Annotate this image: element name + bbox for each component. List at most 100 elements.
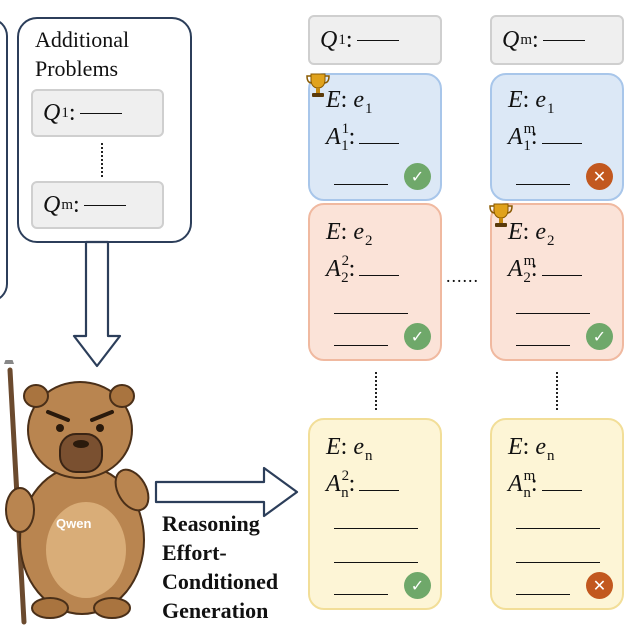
effort-value: e: [353, 219, 364, 245]
card-colm-effort2: E: e2 Am2: ✓: [490, 203, 624, 361]
answer-colon: :: [530, 124, 538, 150]
trophy-icon: [489, 203, 513, 227]
card-colm-effort1: E: e1 Am1: ✕: [490, 73, 624, 201]
title-line-2: Problems: [35, 56, 119, 81]
effort-line: E: e1: [326, 87, 373, 118]
effort-symbol: E: [508, 434, 523, 460]
question-m-blank: [83, 204, 126, 206]
label-line-2: Effort-: [162, 540, 227, 565]
effort-sub: 2: [365, 233, 373, 249]
answer-colon: :: [530, 471, 538, 497]
answer-blank-line: [334, 562, 418, 563]
effort-sub: 1: [365, 101, 373, 117]
effort-sub: 2: [547, 233, 555, 249]
answer-line: A11:: [326, 121, 400, 155]
effort-colon: :: [340, 219, 348, 245]
answer-blank: [541, 142, 582, 144]
qwen-mascot-illustration: [4, 360, 150, 625]
answer-sub: 1: [523, 138, 531, 154]
answer-blank-line: [516, 594, 570, 595]
answer-blank: [541, 274, 582, 276]
answer-sup: m: [523, 253, 536, 269]
answer-sup: m: [523, 121, 536, 137]
vertical-ellipsis: [375, 372, 380, 410]
effort-value: e: [353, 434, 364, 460]
question-1-sup: 1: [61, 104, 69, 121]
answer-sup: 2: [341, 468, 350, 484]
card-colm-effortn: E: en Amn: ✕: [490, 418, 624, 610]
effort-colon: :: [522, 87, 530, 113]
answer-sup: 2: [341, 253, 350, 269]
answer-sup: m: [523, 468, 536, 484]
effort-symbol: E: [508, 87, 523, 113]
cross-icon: ✕: [586, 572, 613, 599]
effort-colon: :: [340, 87, 348, 113]
effort-symbol: E: [508, 219, 523, 245]
effort-value: e: [535, 219, 546, 245]
answer-blank-line: [516, 345, 570, 346]
label-line-4: Generation: [162, 598, 269, 623]
effort-sub: 1: [547, 101, 555, 117]
answer-blank-line: [334, 528, 418, 529]
answer-blank: [359, 274, 400, 276]
answer-blank: [359, 489, 400, 491]
answer-blank-line: [516, 184, 570, 185]
answer-line: Am1:: [508, 121, 582, 155]
top-question-1-colon: :: [345, 26, 353, 53]
check-icon: ✓: [404, 572, 431, 599]
label-line-1: Reasoning: [162, 511, 260, 536]
effort-symbol: E: [326, 434, 341, 460]
answer-sub: n: [523, 485, 531, 501]
answer-colon: :: [348, 471, 356, 497]
label-line-3: Conditioned: [162, 569, 279, 594]
answer-colon: :: [348, 256, 356, 282]
answer-blank-line: [334, 345, 388, 346]
vertical-ellipsis: [101, 143, 106, 177]
effort-value: e: [535, 87, 546, 113]
top-question-m-symbol: Q: [502, 26, 520, 53]
effort-sub: n: [547, 448, 555, 464]
check-icon: ✓: [404, 163, 431, 190]
answer-colon: :: [530, 256, 538, 282]
effort-colon: :: [522, 219, 530, 245]
answer-symbol: A: [508, 471, 523, 497]
down-arrow-icon: [72, 240, 122, 368]
answer-blank: [359, 142, 400, 144]
question-m-colon: :: [73, 191, 80, 218]
question-m-symbol: Q: [43, 191, 61, 218]
answer-blank-line: [516, 528, 600, 529]
effort-line: E: e2: [508, 219, 555, 250]
answer-line: A2n:: [326, 468, 400, 502]
answer-blank-line: [334, 313, 408, 314]
answer-symbol: A: [326, 124, 341, 150]
effort-symbol: E: [326, 219, 341, 245]
effort-line: E: en: [508, 434, 555, 465]
vertical-ellipsis: [556, 372, 561, 410]
effort-value: e: [535, 434, 546, 460]
question-1-colon: :: [68, 99, 76, 126]
answer-sub: n: [341, 485, 349, 501]
right-arrow-icon: [154, 466, 299, 518]
effort-line: E: e2: [326, 219, 373, 250]
top-question-m-blank: [542, 39, 585, 41]
effort-colon: :: [522, 434, 530, 460]
generation-label: Reasoning Effort- Conditioned Generation: [162, 509, 278, 625]
question-1-symbol: Q: [43, 99, 61, 126]
answer-blank: [541, 489, 582, 491]
cross-icon: ✕: [586, 163, 613, 190]
card-col1-effortn: E: en A2n: ✓: [308, 418, 442, 610]
effort-line: E: en: [326, 434, 373, 465]
trophy-icon: [306, 73, 330, 97]
answer-line: Am2:: [508, 253, 582, 287]
top-question-1-blank: [356, 39, 399, 41]
answer-symbol: A: [326, 256, 341, 282]
answer-line: A22:: [326, 253, 400, 287]
answer-sub: 2: [523, 270, 531, 286]
answer-sub: 2: [341, 270, 349, 286]
question-m-sup: m: [61, 196, 74, 213]
